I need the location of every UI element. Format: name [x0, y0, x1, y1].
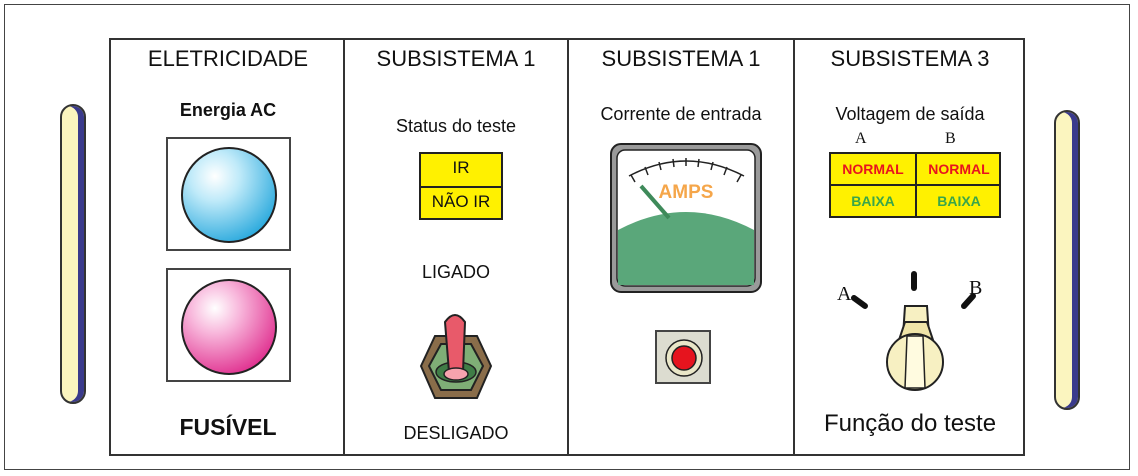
- red-button-icon: [665, 339, 703, 377]
- indicator-divider: [831, 184, 999, 186]
- separator: [567, 40, 569, 454]
- separator: [343, 40, 345, 454]
- reset-button[interactable]: [655, 330, 711, 384]
- section-title: SUBSISTEMA 1: [376, 46, 536, 71]
- fuse-label: FUSÍVEL: [179, 414, 277, 440]
- left-handle[interactable]: [60, 104, 86, 404]
- section-subtitle: Voltagem de saída: [835, 104, 985, 124]
- switch-off-label: DESLIGADO: [403, 423, 509, 443]
- toggle-switch-icon[interactable]: [345, 306, 567, 406]
- control-panel: ELETRICIDADE Energia AC: [109, 38, 1025, 456]
- channel-a-normal: NORMAL: [842, 161, 904, 177]
- input-current-section: SUBSISTEMA 1 Corrente de entrada AMPS: [569, 40, 793, 454]
- no-go-light: NÃO IR: [431, 192, 491, 211]
- channel-b-low: BAIXA: [937, 193, 981, 209]
- electricity-section: ELETRICIDADE Energia AC: [111, 40, 345, 454]
- meter-needle: [639, 184, 671, 220]
- subsystem-status-section: SUBSISTEMA 1 Status do teste IR NÃO IR L…: [345, 40, 567, 454]
- outer-frame: [4, 4, 1130, 470]
- test-function-label: Função do teste: [823, 410, 997, 437]
- pink-lamp-icon: [181, 279, 277, 375]
- indicator-divider: [421, 186, 501, 188]
- section-title: SUBSISTEMA 1: [601, 46, 761, 71]
- section-subtitle: Status do teste: [395, 116, 517, 136]
- section-subtitle: Energia AC: [179, 100, 277, 120]
- channel-a-label: A: [855, 130, 867, 147]
- selector-knob-icon[interactable]: [795, 266, 1025, 396]
- channel-b-label: B: [945, 130, 956, 147]
- right-handle[interactable]: [1054, 110, 1080, 410]
- fuse-button[interactable]: [166, 268, 291, 382]
- channel-a-low: BAIXA: [851, 193, 895, 209]
- knob-a-label: A: [837, 283, 852, 305]
- section-title: SUBSISTEMA 3: [830, 46, 990, 71]
- ac-power-button[interactable]: [166, 137, 291, 251]
- channel-b-normal: NORMAL: [928, 161, 990, 177]
- switch-on-label: LIGADO: [421, 262, 491, 282]
- test-status-indicator: IR NÃO IR: [419, 152, 503, 220]
- blue-lamp-icon: [181, 147, 277, 243]
- voltage-indicator: NORMAL NORMAL BAIXA BAIXA: [829, 152, 1001, 218]
- meter-unit-label: AMPS: [659, 182, 714, 203]
- section-subtitle: Corrente de entrada: [600, 104, 762, 124]
- separator: [793, 40, 795, 454]
- section-title: ELETRICIDADE: [147, 46, 309, 71]
- output-voltage-section: SUBSISTEMA 3 Voltagem de saída A B NORMA…: [795, 40, 1025, 454]
- go-light: IR: [452, 158, 470, 177]
- ammeter-gauge: AMPS: [610, 143, 762, 293]
